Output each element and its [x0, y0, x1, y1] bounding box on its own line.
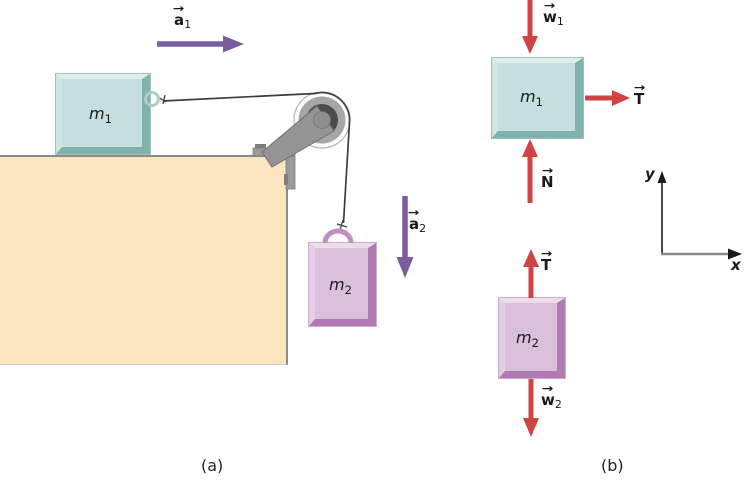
mass1-subscript: 1	[104, 112, 112, 126]
accel2-subscript: 2	[419, 222, 427, 235]
mass2-letter: m	[329, 275, 345, 294]
table	[0, 155, 288, 365]
block-m2-fbd	[499, 298, 565, 378]
panel-a-caption: (a)	[201, 456, 224, 475]
accel1-subscript: 1	[184, 18, 192, 31]
block-m1-fbd	[492, 58, 583, 138]
normal-arrow	[522, 139, 538, 203]
hook-ring-m1	[144, 91, 160, 107]
mass1-subscript: 1	[535, 95, 543, 109]
tension2-arrow	[523, 249, 539, 298]
weight2-letter: w	[541, 391, 555, 409]
weight1-arrow	[522, 0, 538, 54]
mass2-letter: m	[516, 328, 532, 347]
weight2-subscript: 2	[554, 398, 562, 411]
block-m1-side-view	[56, 74, 150, 154]
axis-x-label: x	[731, 256, 741, 274]
mass1-letter: m	[89, 104, 105, 123]
label-mass-1-side: m1	[89, 106, 112, 126]
block-m2-side-view	[309, 243, 376, 326]
vector-arrow-icon: →	[541, 164, 554, 177]
normal-letter: N	[541, 173, 554, 191]
pulley-wheel	[261, 91, 351, 168]
vector-arrow-icon: →	[173, 2, 185, 15]
label-mass-2-side: m2	[329, 277, 352, 297]
vector-arrow-icon: →	[544, 0, 556, 12]
weight1-subscript: 1	[556, 15, 564, 28]
label-mass-2-fbd: m2	[516, 330, 539, 350]
label-tension-2: →T	[540, 247, 552, 274]
weight2-arrow	[523, 379, 539, 437]
tension2-letter: T	[541, 256, 552, 274]
vector-arrow-icon: →	[633, 81, 645, 94]
accel1-letter: a	[174, 11, 185, 29]
rope-knot-m2	[336, 219, 348, 231]
axis-y-label: y	[645, 165, 655, 183]
weight1-letter: w	[543, 8, 557, 26]
label-tension-1: →T	[633, 81, 645, 108]
mass1-letter: m	[520, 87, 536, 106]
hook-handle-m2	[322, 228, 354, 244]
acceleration2-arrow	[396, 196, 414, 278]
tension1-letter: T	[634, 90, 645, 108]
panel-b-caption: (b)	[601, 456, 624, 475]
coordinate-axes	[657, 171, 742, 260]
vector-arrow-icon: →	[540, 247, 552, 260]
accel2-letter: a	[409, 215, 420, 233]
mass2-subscript: 2	[344, 283, 352, 297]
label-mass-1-fbd: m1	[520, 89, 543, 109]
mass2-subscript: 2	[531, 336, 539, 350]
tension1-arrow	[585, 90, 630, 106]
vector-arrow-icon: →	[408, 206, 420, 219]
vector-arrow-icon: →	[542, 382, 554, 395]
acceleration1-arrow	[157, 35, 244, 53]
label-normal-force: →N	[541, 164, 554, 191]
